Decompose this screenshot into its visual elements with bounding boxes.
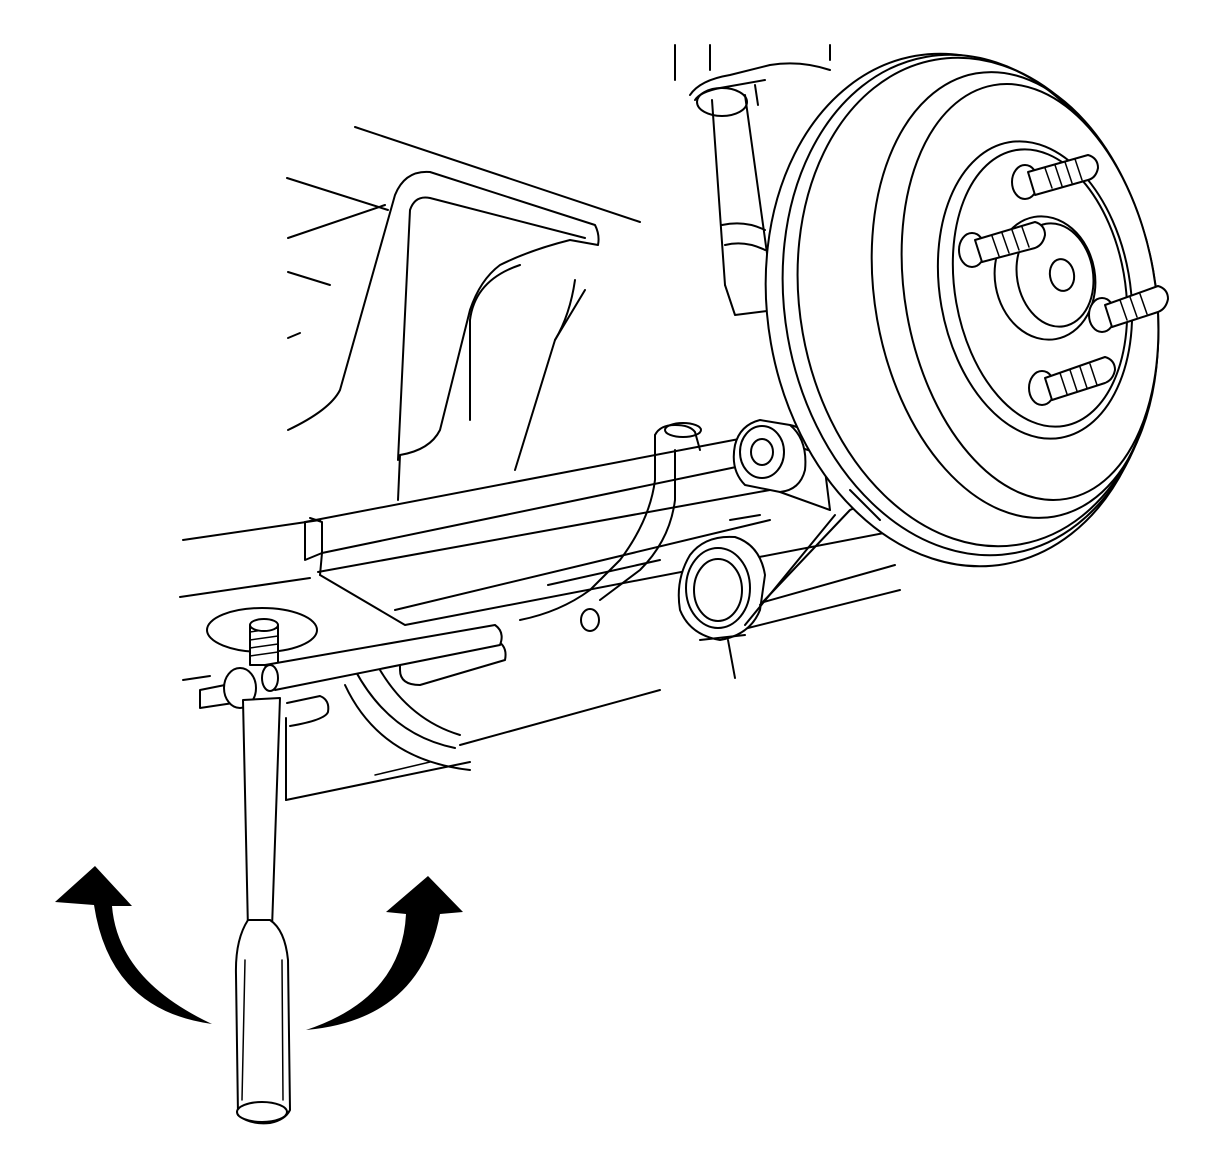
shock-absorber	[674, 44, 831, 316]
rotation-arrow-left	[55, 866, 212, 1024]
rotation-arrows	[55, 866, 463, 1030]
wheel-studs	[958, 154, 1169, 406]
vehicle-underbody	[179, 126, 901, 801]
rotation-arrow-right	[306, 876, 463, 1030]
trailing-arm	[677, 419, 871, 641]
jack-screw-tool	[199, 607, 503, 1125]
